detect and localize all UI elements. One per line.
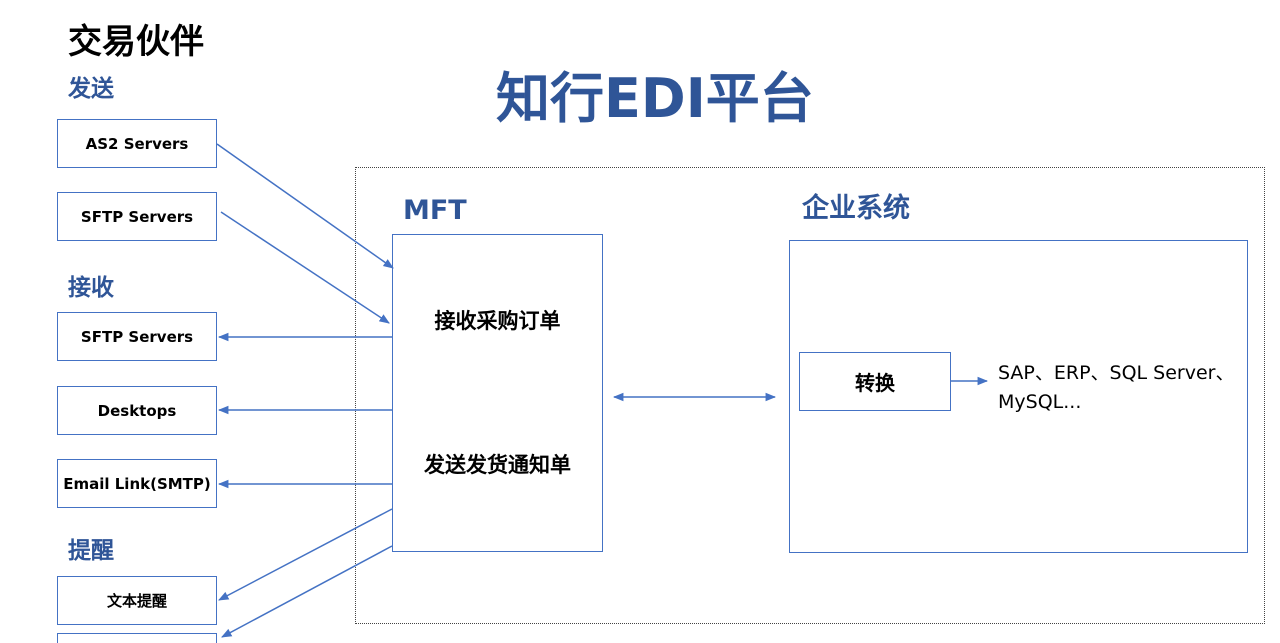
send-item-as2-servers: AS2 Servers	[57, 119, 217, 168]
alert-item-partial-box	[57, 633, 217, 643]
partners-title: 交易伙伴	[68, 22, 204, 62]
receive-item-desktops: Desktops	[57, 386, 217, 435]
send-item-sftp-servers: SFTP Servers	[57, 192, 217, 241]
platform-frame	[355, 167, 1265, 624]
mft-title: MFT	[403, 195, 467, 226]
receive-item-sftp-servers: SFTP Servers	[57, 312, 217, 361]
mft-send-asn: 发送发货通知单	[424, 453, 571, 477]
enterprise-title: 企业系统	[802, 193, 910, 224]
receive-item-email-link: Email Link(SMTP)	[57, 459, 217, 508]
systems-line-1: SAP、ERP、SQL Server、	[998, 362, 1235, 384]
convert-label: 转换	[855, 371, 895, 395]
systems-line-2: MySQL...	[998, 391, 1082, 413]
alert-item-text-reminder: 文本提醒	[57, 576, 217, 625]
alert-section-label: 提醒	[68, 538, 114, 564]
send-section-label: 发送	[68, 76, 114, 102]
convert-box: 转换	[799, 352, 951, 411]
mft-receive-po: 接收采购订单	[434, 309, 561, 333]
receive-section-label: 接收	[68, 275, 114, 301]
mft-box: 接收采购订单 发送发货通知单	[392, 234, 603, 552]
platform-title: 知行EDI平台	[496, 67, 814, 130]
